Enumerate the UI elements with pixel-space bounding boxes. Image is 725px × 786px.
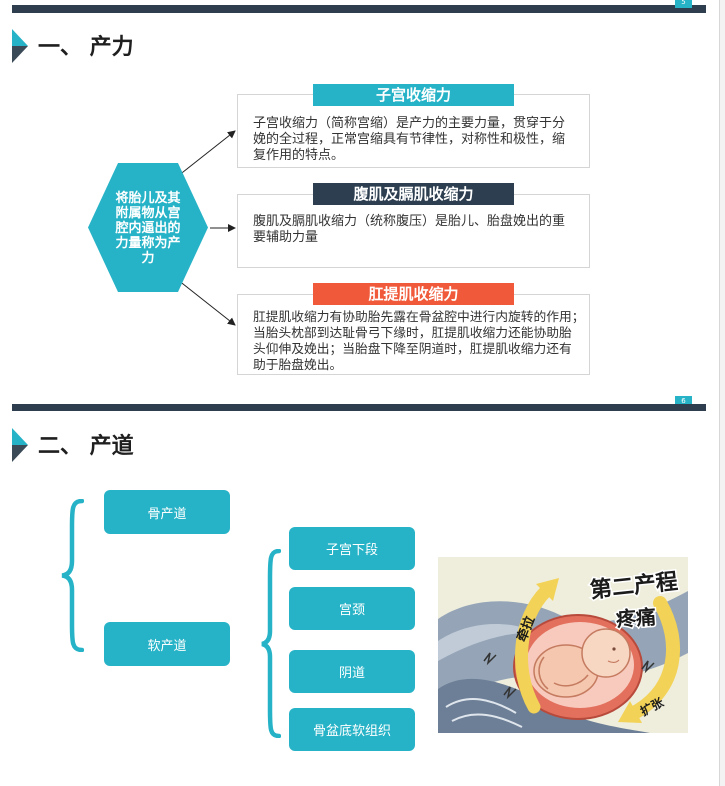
card-body-line: 肛提肌收缩力有协助胎先露在骨盆腔中进行内旋转的作用； [253,310,585,325]
slide-number-badge: 5 [675,0,692,8]
node-lower-uterine-segment: 子宫下段 [289,527,415,570]
brace-birth-canal [61,499,84,652]
viewer-right-edge [719,0,725,786]
slide-header-bar [12,5,706,13]
node-bony-canal: 骨产道 [104,490,230,534]
card-body-line: 腹肌及膈肌收缩力（统称腹压）是胎儿、胎盘娩出的重 [253,214,566,229]
illustration-caption-line-2: 疼痛 [615,605,657,632]
card-uterine-contraction [237,94,590,168]
slide-title: 二、 产道 [38,434,134,459]
card-body-abdominal-diaphragm: 腹肌及膈肌收缩力（统称腹压）是胎儿、胎盘娩出的重 要辅助力量 [253,214,565,246]
slide-6: 6 二、 产道 骨产道 软产道 子宫下段 宫颈 阴道 骨盆底软组织 [0,396,718,786]
center-hexagon [88,163,208,292]
slide-5: 5 一、 产力 将胎儿及其附属物从宫腔内逼出的力量称为产力 子宫收缩力 子宫收缩… [0,0,718,396]
card-heading-abdominal-diaphragm: 腹肌及膈肌收缩力 [313,183,514,205]
card-body-line: 头仰伸及娩出；当胎盘下降至阴道时，肛提肌收缩力还有 [253,342,572,357]
chevron-right-icon [12,29,28,63]
card-abdominal-diaphragm [237,194,590,268]
card-body-line: 复作用的特点。 [253,148,345,163]
card-body-line: 子宫收缩力（简称宫缩）是产力的主要力量，贯穿于分 [253,116,566,131]
card-body-line: 要辅助力量 [253,230,319,245]
node-vagina: 阴道 [289,650,415,693]
card-body-line: 当胎头枕部到达耻骨弓下缘时，肛提肌收缩力还能协助胎 [253,326,572,341]
slide-header-bar [12,404,706,411]
node-pelvic-floor-soft-tissue: 骨盆底软组织 [289,708,415,751]
node-cervix: 宫颈 [289,587,415,630]
card-body-levator-ani: 肛提肌收缩力有协助胎先露在骨盆腔中进行内旋转的作用； 当胎头枕部到达耻骨弓下缘时… [253,310,585,374]
slide-number-badge: 6 [675,396,692,407]
node-soft-canal: 软产道 [104,622,230,666]
labor-pain-illustration: 牵拉 扩张 第二产程 疼痛 [438,557,688,733]
card-body-uterine-contraction: 子宫收缩力（简称宫缩）是产力的主要力量，贯穿于分 娩的全过程，正常宫缩具有节律性… [253,116,565,164]
center-label: 将胎儿及其附属物从宫腔内逼出的力量称为产力 [115,191,181,266]
slide-title: 一、 产力 [38,35,134,60]
card-body-line: 娩的全过程，正常宫缩具有节律性，对称性和极性，缩 [253,132,566,147]
card-heading-uterine-contraction: 子宫收缩力 [313,84,514,106]
card-heading-levator-ani: 肛提肌收缩力 [313,283,514,305]
card-body-line: 助于胎盘娩出。 [253,358,343,373]
chevron-right-icon [12,428,28,462]
brace-soft-canal [261,549,281,738]
